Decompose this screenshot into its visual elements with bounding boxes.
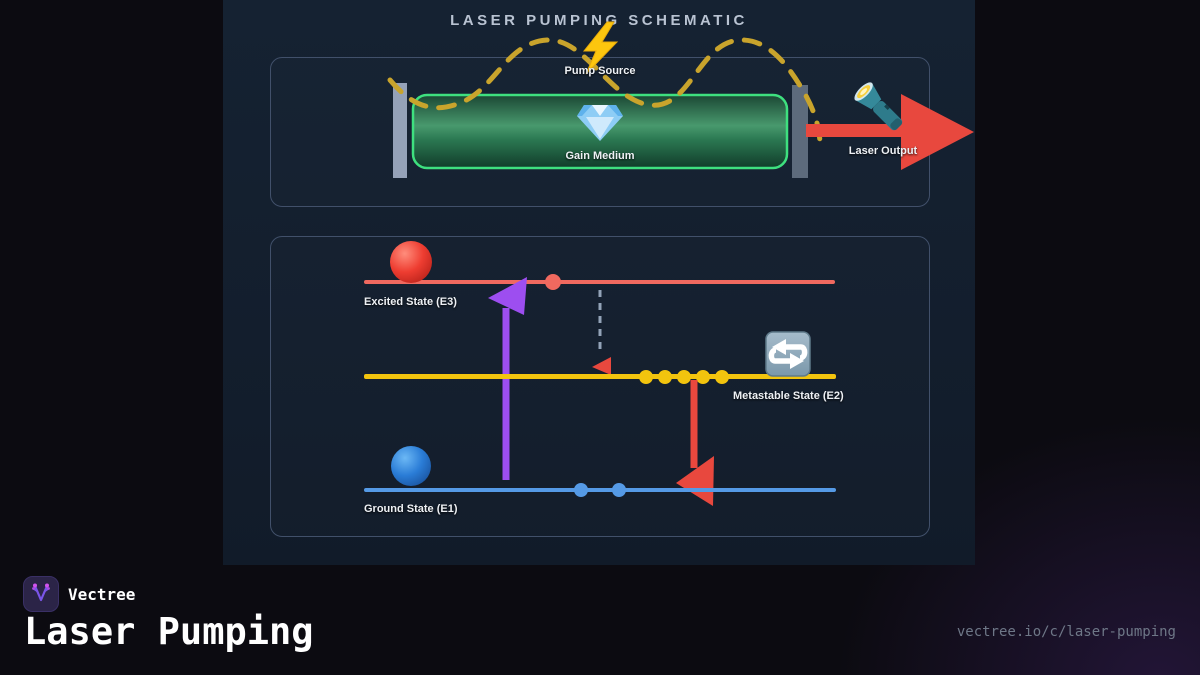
repeat-icon: [765, 331, 811, 377]
page-title: LASER PUMPING SCHEMATIC: [450, 12, 748, 29]
flashlight-icon: [854, 82, 903, 131]
pump-wave: [387, 37, 823, 145]
vectree-logo-icon: [23, 576, 59, 612]
ground-state-label: Ground State (E1): [364, 503, 458, 515]
diamond-icon: [577, 105, 623, 141]
energy-diagram-frame: [270, 236, 930, 537]
blue-ball-icon: [391, 446, 431, 486]
excited-level-line: [364, 274, 835, 290]
excited-state-label: Excited State (E3): [364, 296, 457, 308]
laser-output-label: Laser Output: [848, 145, 918, 157]
red-ball-icon: [390, 241, 432, 283]
mirror-right: [792, 85, 808, 178]
gain-medium-label: Gain Medium: [565, 150, 635, 162]
pump-source-label: Pump Source: [564, 65, 636, 77]
brand-name: Vectree: [68, 584, 136, 604]
brand-row: Vectree: [23, 576, 135, 612]
concept-url[interactable]: vectree.io/c/laser-pumping: [956, 624, 1176, 640]
ground-level-line: [364, 483, 836, 497]
laser-emission-arrow: [676, 380, 714, 506]
concept-title: Laser Pumping: [24, 610, 314, 653]
metastable-level-line: [364, 370, 836, 384]
mirror-left: [393, 83, 407, 178]
decay-dashed-arrow: [592, 290, 611, 375]
laser-beam: [806, 94, 974, 170]
metastable-state-label: Metastable State (E2): [733, 390, 844, 402]
pump-transition-arrow: [488, 277, 527, 480]
lightning-icon: [582, 21, 619, 75]
